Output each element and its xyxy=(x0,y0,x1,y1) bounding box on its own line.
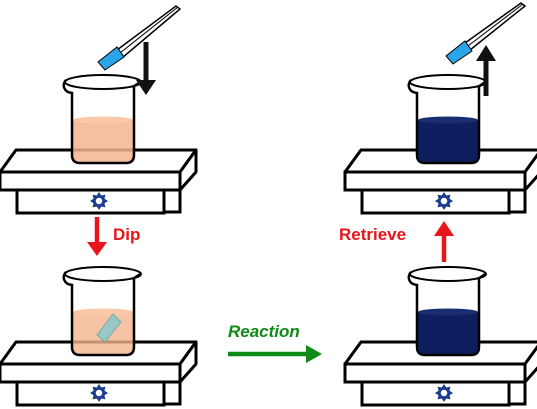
down-arrow xyxy=(136,42,156,95)
beaker xyxy=(62,73,143,165)
tweezers xyxy=(97,5,182,71)
panel-step-1 xyxy=(0,5,198,215)
reaction-label: Reaction xyxy=(228,322,300,341)
retrieve-arrow xyxy=(434,221,454,262)
beaker xyxy=(407,73,488,165)
retrieve-label: Retrieve xyxy=(339,225,407,244)
tweezers xyxy=(445,2,527,65)
panel-step-3 xyxy=(343,265,537,407)
strip xyxy=(96,313,122,343)
dip-arrow xyxy=(87,217,107,256)
panel-step-4 xyxy=(343,2,537,215)
beaker xyxy=(62,265,143,357)
dip-label: Dip xyxy=(113,225,141,244)
panel-step-2 xyxy=(0,265,198,407)
beaker xyxy=(407,265,488,357)
up-arrow xyxy=(476,45,496,96)
reaction-arrow xyxy=(228,345,322,363)
